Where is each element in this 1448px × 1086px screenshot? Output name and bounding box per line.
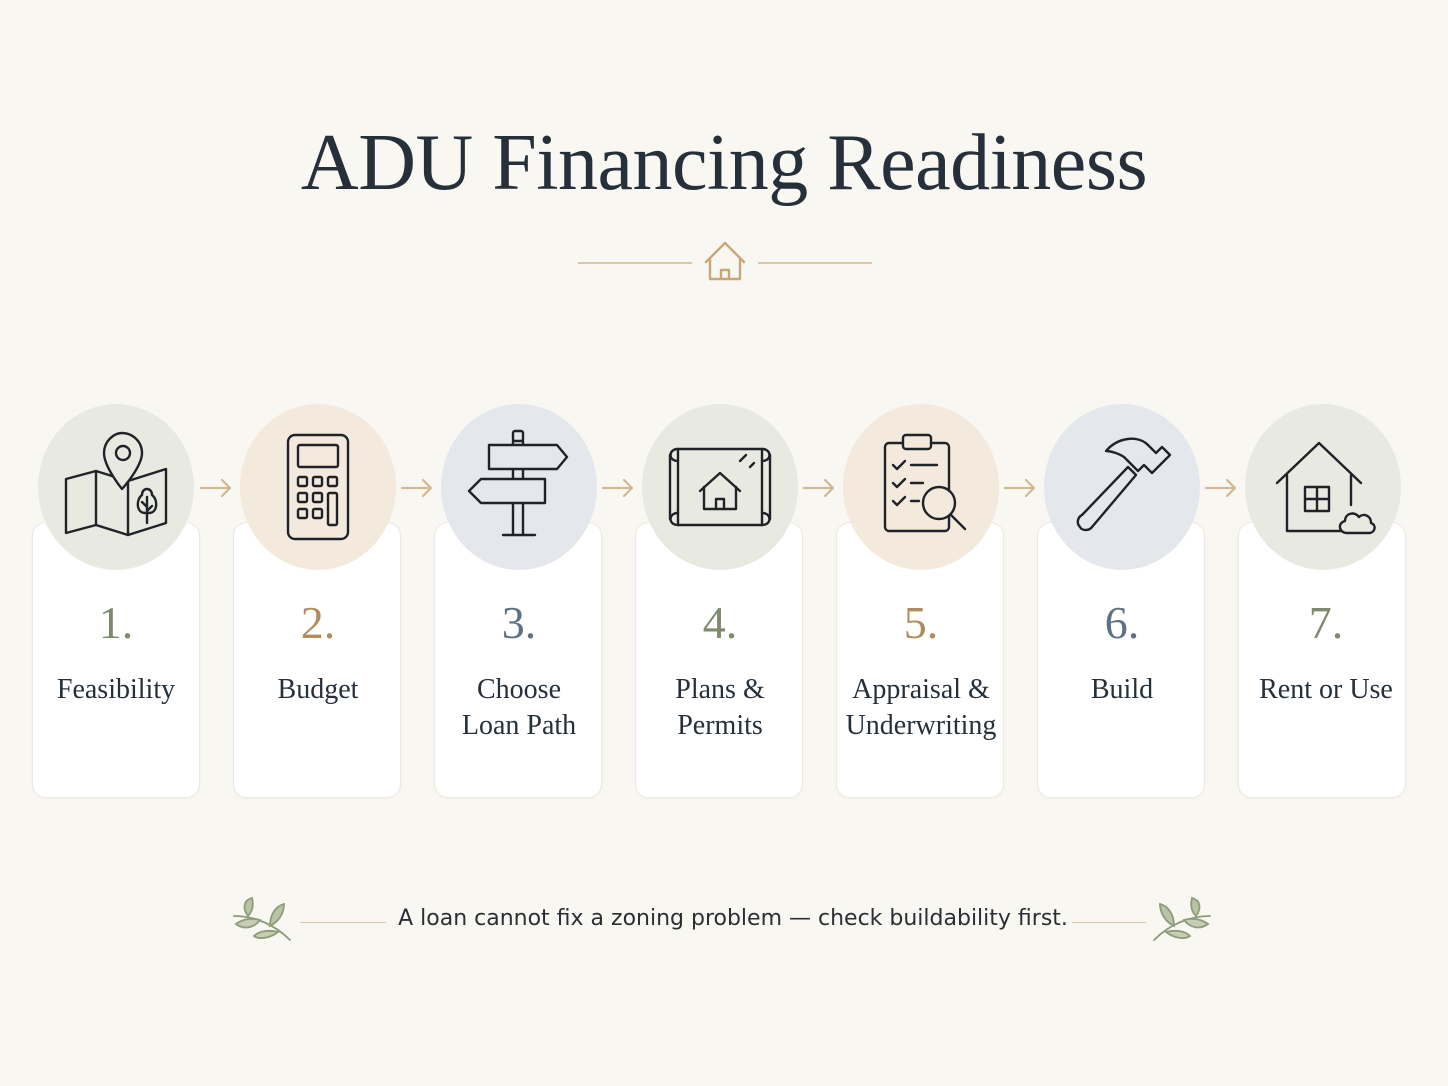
step-label-line: Rent or Use xyxy=(1259,674,1393,705)
step-number: 4. xyxy=(702,597,738,648)
step-number: 5. xyxy=(903,597,939,648)
step-number: 2. xyxy=(300,597,336,648)
step-label-line: Build xyxy=(1090,674,1154,705)
step-number: 6. xyxy=(1104,597,1140,648)
clipboard-magnifier-icon xyxy=(883,433,967,533)
page-title: ADU Financing Readiness xyxy=(300,119,1148,207)
step-label: Appraisal & Underwriting xyxy=(821,672,1021,744)
step-icon-circle-4 xyxy=(642,404,798,570)
steps-row: 1. Feasibility 2. Budget xyxy=(0,404,1448,804)
step-label: Choose Loan Path xyxy=(419,672,619,744)
house-icon xyxy=(704,241,746,281)
footer-rule-left xyxy=(300,922,386,923)
step-label-line: Underwriting xyxy=(845,710,997,741)
step-label: Budget xyxy=(218,672,418,708)
footer-text: A loan cannot fix a zoning problem — che… xyxy=(398,906,1068,931)
arrow-right-icon xyxy=(802,478,835,498)
step-icon-circle-2 xyxy=(240,404,396,570)
step-number: 3. xyxy=(501,597,537,648)
step-label: Feasibility xyxy=(16,672,216,708)
step-label-line: Feasibility xyxy=(56,674,176,705)
calculator-icon xyxy=(286,433,350,541)
step-icon-circle-5 xyxy=(843,404,999,570)
signpost-icon xyxy=(467,429,569,537)
step-label-line: Budget xyxy=(277,674,359,705)
step-label-line: Appraisal & xyxy=(852,674,990,705)
step-label-line: Plans & xyxy=(675,674,765,705)
step-icon-circle-6 xyxy=(1044,404,1200,570)
step-label-line: Choose xyxy=(477,674,561,705)
blueprint-house-icon xyxy=(668,447,772,527)
step-label-line: Permits xyxy=(677,710,763,741)
step-label-line: Loan Path xyxy=(461,710,577,741)
hammer-icon xyxy=(1076,437,1172,532)
footer-rule-right xyxy=(1072,922,1146,923)
step-icon-circle-1 xyxy=(38,404,194,570)
step-number: 1. xyxy=(98,597,134,648)
step-icon-circle-3 xyxy=(441,404,597,570)
arrow-right-icon xyxy=(1003,478,1036,498)
step-icon-circle-7 xyxy=(1245,404,1401,570)
arrow-right-icon xyxy=(400,478,433,498)
title-divider xyxy=(578,241,872,281)
step-label: Plans & Permits xyxy=(620,672,820,744)
step-number: 7. xyxy=(1308,597,1344,648)
leaf-sprig-icon xyxy=(1153,896,1211,941)
step-label: Build xyxy=(1022,672,1222,708)
leaf-sprig-icon xyxy=(233,896,291,941)
footer-note: A loan cannot fix a zoning problem — che… xyxy=(0,880,1448,960)
map-pin-tree-icon xyxy=(64,431,168,537)
arrow-right-icon xyxy=(601,478,634,498)
house-cloud-icon xyxy=(1275,441,1376,535)
step-label: Rent or Use xyxy=(1226,672,1426,708)
arrow-right-icon xyxy=(1204,478,1237,498)
arrow-right-icon xyxy=(199,478,232,498)
